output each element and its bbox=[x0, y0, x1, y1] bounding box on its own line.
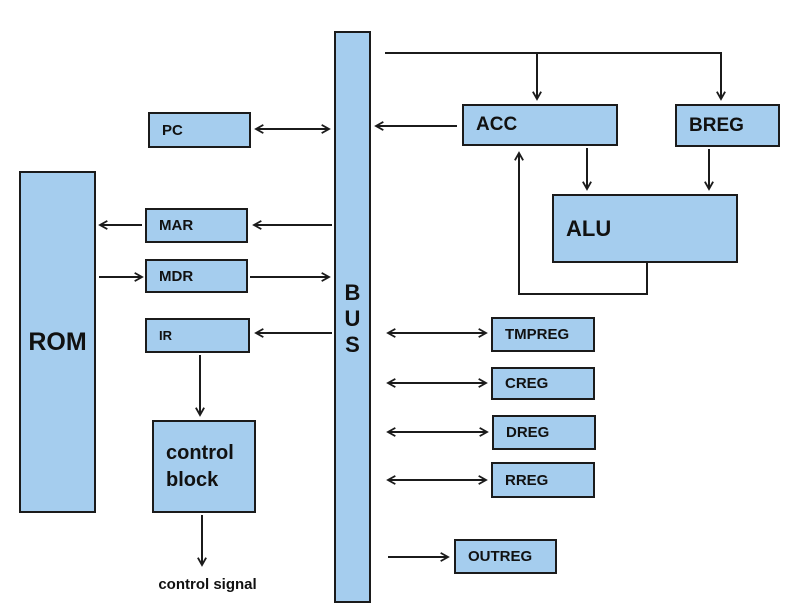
node-tmpreg: TMPREG bbox=[491, 317, 595, 352]
node-label-line: block bbox=[166, 468, 219, 491]
bus-letter: U bbox=[344, 306, 361, 331]
node-label: IR bbox=[159, 328, 172, 343]
node-label: MDR bbox=[159, 267, 194, 285]
arrow-bus-to-breg bbox=[385, 52, 721, 99]
node-control-block: control block bbox=[152, 420, 256, 513]
node-label: OUTREG bbox=[468, 548, 533, 565]
node-label: ACC bbox=[476, 114, 518, 135]
control-signal-label: control signal bbox=[158, 576, 257, 593]
node-acc: ACC bbox=[462, 104, 618, 146]
node-breg: BREG bbox=[675, 104, 780, 147]
bus-letter: B bbox=[344, 280, 361, 305]
node-label: BREG bbox=[689, 114, 744, 136]
node-rom: ROM bbox=[19, 171, 96, 513]
node-alu: ALU bbox=[552, 194, 738, 263]
node-ir: IR bbox=[145, 318, 250, 353]
node-creg: CREG bbox=[491, 367, 595, 400]
bus-letter: S bbox=[345, 332, 360, 357]
node-label-line: control bbox=[166, 441, 234, 464]
node-label: DREG bbox=[506, 424, 550, 441]
node-label: ALU bbox=[566, 215, 612, 241]
node-mar: MAR bbox=[145, 208, 248, 243]
node-label: TMPREG bbox=[505, 326, 570, 343]
node-bus: B U S bbox=[334, 31, 371, 603]
node-label: ROM bbox=[28, 327, 87, 356]
node-dreg: DREG bbox=[492, 415, 596, 450]
node-rreg: RREG bbox=[491, 462, 595, 498]
node-mdr: MDR bbox=[145, 259, 248, 293]
node-pc: PC bbox=[148, 112, 251, 148]
node-label: CREG bbox=[505, 375, 549, 392]
node-label: MAR bbox=[159, 217, 194, 234]
node-label: PC bbox=[162, 121, 183, 139]
node-outreg: OUTREG bbox=[454, 539, 557, 574]
node-label: RREG bbox=[505, 471, 549, 489]
